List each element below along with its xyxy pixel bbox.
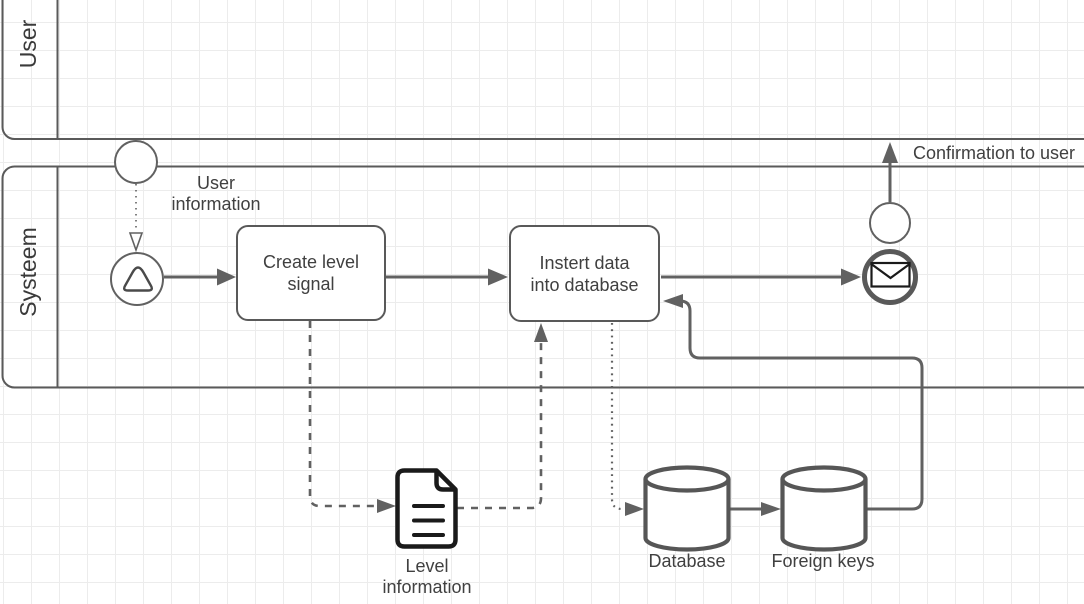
pool-user[interactable] xyxy=(1,0,1084,140)
pool-system[interactable] xyxy=(1,165,1084,389)
arrowhead-icon xyxy=(488,268,508,286)
arrowhead-icon xyxy=(534,323,548,342)
arrowhead-icon xyxy=(377,499,396,513)
association-insert-to-database[interactable] xyxy=(610,323,644,516)
arrowhead-icon xyxy=(841,268,861,286)
flow-user-information[interactable] xyxy=(128,184,144,253)
arrowhead-icon xyxy=(882,142,898,163)
document-label-level-information: Level information xyxy=(382,556,472,597)
flow-insert-to-end[interactable] xyxy=(661,268,861,286)
association-create-to-document[interactable] xyxy=(308,321,396,513)
arrowhead-icon xyxy=(663,294,683,308)
flow-label-confirmation-to-user: Confirmation to user xyxy=(912,142,1076,163)
arrowhead-icon xyxy=(217,268,236,286)
envelope-icon xyxy=(870,261,911,288)
task-create-level-signal[interactable]: Create level signal xyxy=(236,225,386,321)
database-cylinder[interactable] xyxy=(643,465,731,552)
flow-foreignkeys-to-insert[interactable] xyxy=(663,294,924,511)
database-icon xyxy=(780,465,868,552)
flow-confirmation-to-user[interactable] xyxy=(882,142,898,202)
flow-database-to-foreignkeys[interactable] xyxy=(729,502,781,516)
intermediate-event-circle[interactable] xyxy=(869,202,911,244)
signal-start-event[interactable] xyxy=(110,252,164,306)
document-icon xyxy=(395,468,458,549)
message-end-event[interactable] xyxy=(862,249,918,305)
lane-label-system: Systeem xyxy=(14,227,41,317)
document-shape[interactable] xyxy=(395,468,458,549)
signal-triangle-icon xyxy=(122,266,154,292)
association-document-to-insert[interactable] xyxy=(457,323,548,510)
arrowhead-icon xyxy=(625,502,644,516)
flow-create-to-insert[interactable] xyxy=(386,268,508,286)
database-icon xyxy=(643,465,731,552)
flow-signal-to-create[interactable] xyxy=(164,268,236,286)
task-insert-data-into-database[interactable]: Instert data into database xyxy=(509,225,660,322)
start-event-circle[interactable] xyxy=(114,140,158,184)
flow-label-user-information: User information xyxy=(171,173,261,214)
arrowhead-icon xyxy=(761,502,781,516)
lane-label-user: User xyxy=(14,19,41,69)
datastore-label-foreign-keys: Foreign keys xyxy=(771,550,875,571)
foreignkeys-cylinder[interactable] xyxy=(780,465,868,552)
open-arrowhead-icon xyxy=(128,232,144,253)
datastore-label-database: Database xyxy=(648,550,726,571)
